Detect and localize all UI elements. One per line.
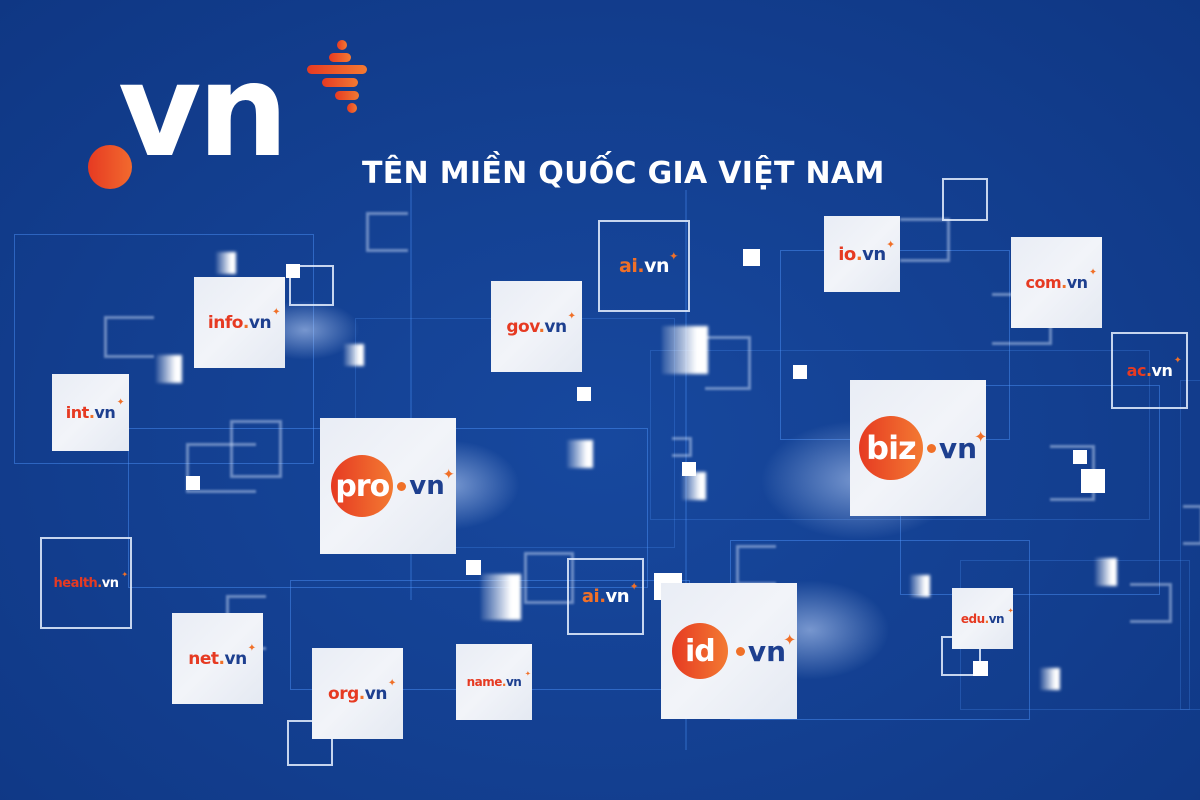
decor-outline <box>1183 505 1200 545</box>
decor-blur-square <box>156 355 182 383</box>
logo-text: vn <box>118 37 289 186</box>
decor-outline <box>289 265 334 306</box>
star-icon: ✦ <box>272 306 281 318</box>
decor-outline <box>230 420 282 478</box>
decor-outline <box>672 437 692 457</box>
decor-blur-square <box>344 344 364 366</box>
decor-outline <box>736 545 776 585</box>
domain-card-pro[interactable]: pro vn✦ <box>320 418 456 554</box>
decor-blur-square <box>567 440 593 468</box>
decor-square <box>1081 469 1105 493</box>
decor-square <box>793 365 807 379</box>
grid-line <box>1180 380 1200 710</box>
decor-blur-square <box>1095 558 1117 586</box>
decor-square <box>186 476 200 490</box>
star-icon: ✦ <box>567 310 577 322</box>
decor-outline <box>186 443 256 493</box>
decor-outline <box>942 178 988 221</box>
decor-blur-square <box>662 326 708 374</box>
tagline: TÊN MIỀN QUỐC GIA VIỆT NAM <box>362 156 885 191</box>
star-icon: ✦ <box>629 580 639 593</box>
star-icon: ✦ <box>783 630 797 649</box>
spark-icon <box>307 40 367 113</box>
star-icon: ✦ <box>387 677 397 689</box>
domain-card-io[interactable]: io.vn✦ <box>824 216 900 292</box>
domain-card-gov[interactable]: gov.vn✦ <box>491 281 582 372</box>
decor-blur-square <box>481 574 521 620</box>
star-icon: ✦ <box>668 249 679 263</box>
domain-card-com[interactable]: com.vn✦ <box>1011 237 1102 328</box>
domain-card-ai-2[interactable]: ai.vn✦ <box>567 558 644 635</box>
star-icon: ✦ <box>1088 267 1097 278</box>
decor-outline <box>104 316 154 358</box>
domain-card-int[interactable]: int.vn✦ <box>52 374 129 451</box>
decor-outline <box>1130 583 1172 623</box>
domain-card-org[interactable]: org.vn✦ <box>312 648 403 739</box>
star-icon: ✦ <box>1173 355 1182 366</box>
star-icon: ✦ <box>247 642 257 654</box>
domain-card-ai[interactable]: ai.vn✦ <box>598 220 690 312</box>
domain-card-ac[interactable]: ac.vn✦ <box>1111 332 1188 409</box>
domain-card-net[interactable]: net.vn✦ <box>172 613 263 704</box>
star-icon: ✦ <box>524 669 531 678</box>
decor-blur-square <box>1040 668 1060 690</box>
dot-icon <box>926 443 936 453</box>
domain-card-id[interactable]: id vn✦ <box>661 583 797 719</box>
decor-outline <box>366 212 408 252</box>
decor-blur-square <box>216 252 236 274</box>
domain-card-edu[interactable]: edu.vn✦ <box>952 588 1014 649</box>
decor-outline <box>524 552 574 604</box>
decor-blur-square <box>910 575 930 597</box>
decor-square <box>577 387 591 401</box>
decor-square <box>1073 450 1087 464</box>
decor-square <box>743 249 760 266</box>
star-icon: ✦ <box>116 397 125 408</box>
decor-blur-square <box>682 472 706 500</box>
star-icon: ✦ <box>974 427 988 446</box>
decor-outline <box>705 336 751 390</box>
decor-square <box>973 661 988 676</box>
star-icon: ✦ <box>442 467 455 483</box>
decor-square <box>466 560 481 575</box>
decor-outline <box>900 218 950 262</box>
dot-icon <box>735 646 745 656</box>
domain-card-health[interactable]: health.vn✦ <box>40 537 132 629</box>
decor-outline <box>287 720 333 766</box>
star-icon: ✦ <box>121 569 128 579</box>
star-icon: ✦ <box>886 237 895 251</box>
grid-line <box>410 180 412 600</box>
decor-square <box>286 264 300 278</box>
dot-icon <box>397 481 407 491</box>
logo-dot <box>88 145 132 189</box>
domain-card-name[interactable]: name.vn✦ <box>456 644 532 720</box>
domain-card-info[interactable]: info.vn✦ <box>194 277 285 368</box>
domain-card-biz[interactable]: biz vn✦ <box>850 380 988 516</box>
star-icon: ✦ <box>1007 605 1014 615</box>
